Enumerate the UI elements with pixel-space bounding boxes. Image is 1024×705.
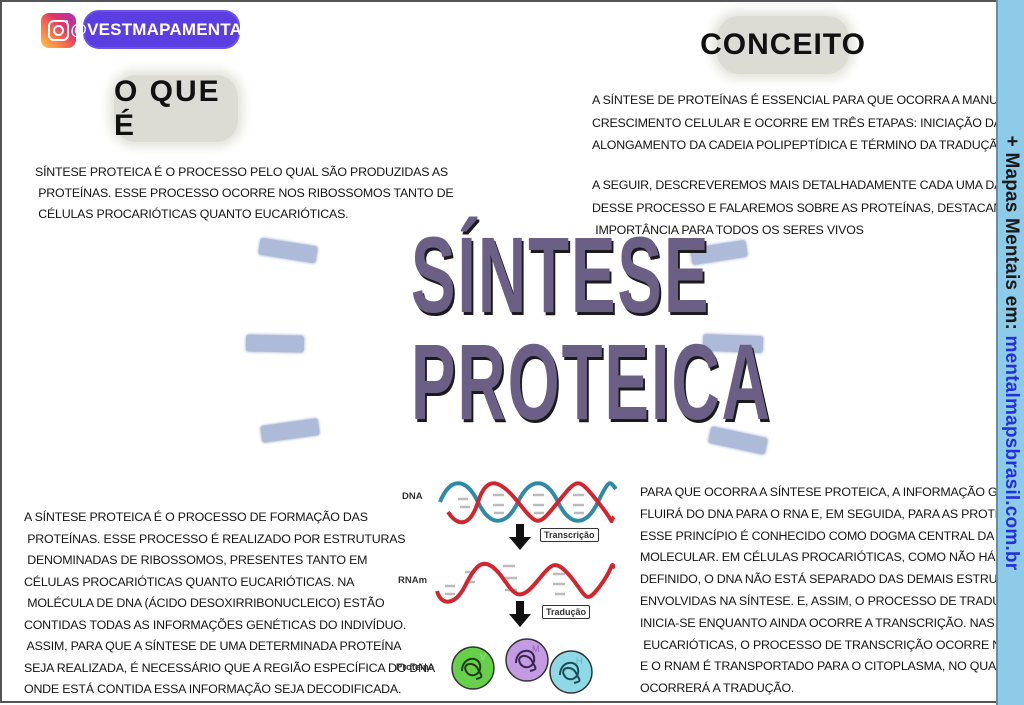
- bottom-left-text: A SÍNTESE PROTEICA É O PROCESSO DE FORMA…: [24, 510, 435, 696]
- instagram-icon-dot: [65, 20, 68, 23]
- protein-v-icon: V: [451, 646, 495, 690]
- protein-m-icon: M: [505, 638, 549, 682]
- step-traducao: Tradução: [542, 605, 591, 619]
- svg-text:V: V: [480, 652, 486, 662]
- label-proteina: Proteína: [396, 662, 435, 673]
- bottom-right-text: PARA QUE OCORRA A SÍNTESE PROTEICA, A IN…: [640, 485, 1024, 696]
- label-dna: DNA: [402, 491, 423, 502]
- o-que-e-text: SÍNTESE PROTEICA É O PROCESSO PELO QUAL …: [35, 165, 454, 221]
- label-rnam: RNAm: [398, 575, 428, 586]
- side-banner: + Mapas Mentais em: mentalmapsbrasil.com…: [996, 0, 1024, 705]
- dna-double-helix-icon: [438, 481, 618, 525]
- instagram-icon: [41, 13, 76, 48]
- instagram-handle: @VESTMAPAMENTAL: [70, 12, 252, 47]
- heading-o-que-e: O QUE É: [114, 75, 238, 142]
- conceito-text-1: A SÍNTESE DE PROTEÍNAS É ESSENCIAL PARA …: [592, 93, 1024, 152]
- rna-strand-icon: [435, 561, 615, 604]
- side-banner-link[interactable]: mentalmapsbrasil.com.br: [1001, 335, 1022, 570]
- protein-synthesis-diagram: DNA Transcrição RNAm: [390, 472, 620, 702]
- instagram-icon-ring: [48, 20, 69, 41]
- main-title-line-1: SÍNTESE: [410, 214, 711, 335]
- heading-conceito: CONCEITO: [700, 16, 865, 74]
- svg-text:H: H: [576, 656, 583, 666]
- brush-stroke-left-bottom: [260, 418, 320, 443]
- step-transcricao: Transcrição: [540, 528, 599, 542]
- svg-text:M: M: [532, 644, 540, 654]
- side-banner-prefix: + Mapas Mentais em:: [1001, 135, 1022, 336]
- side-banner-text: + Mapas Mentais em: mentalmapsbrasil.com…: [1000, 135, 1022, 570]
- brush-stroke-left-top: [258, 237, 318, 264]
- instagram-icon-lens: [53, 25, 64, 36]
- protein-h-icon: H: [549, 650, 593, 694]
- main-title-line-2: PROTEICA: [410, 321, 772, 442]
- brush-stroke-left-middle: [245, 334, 305, 353]
